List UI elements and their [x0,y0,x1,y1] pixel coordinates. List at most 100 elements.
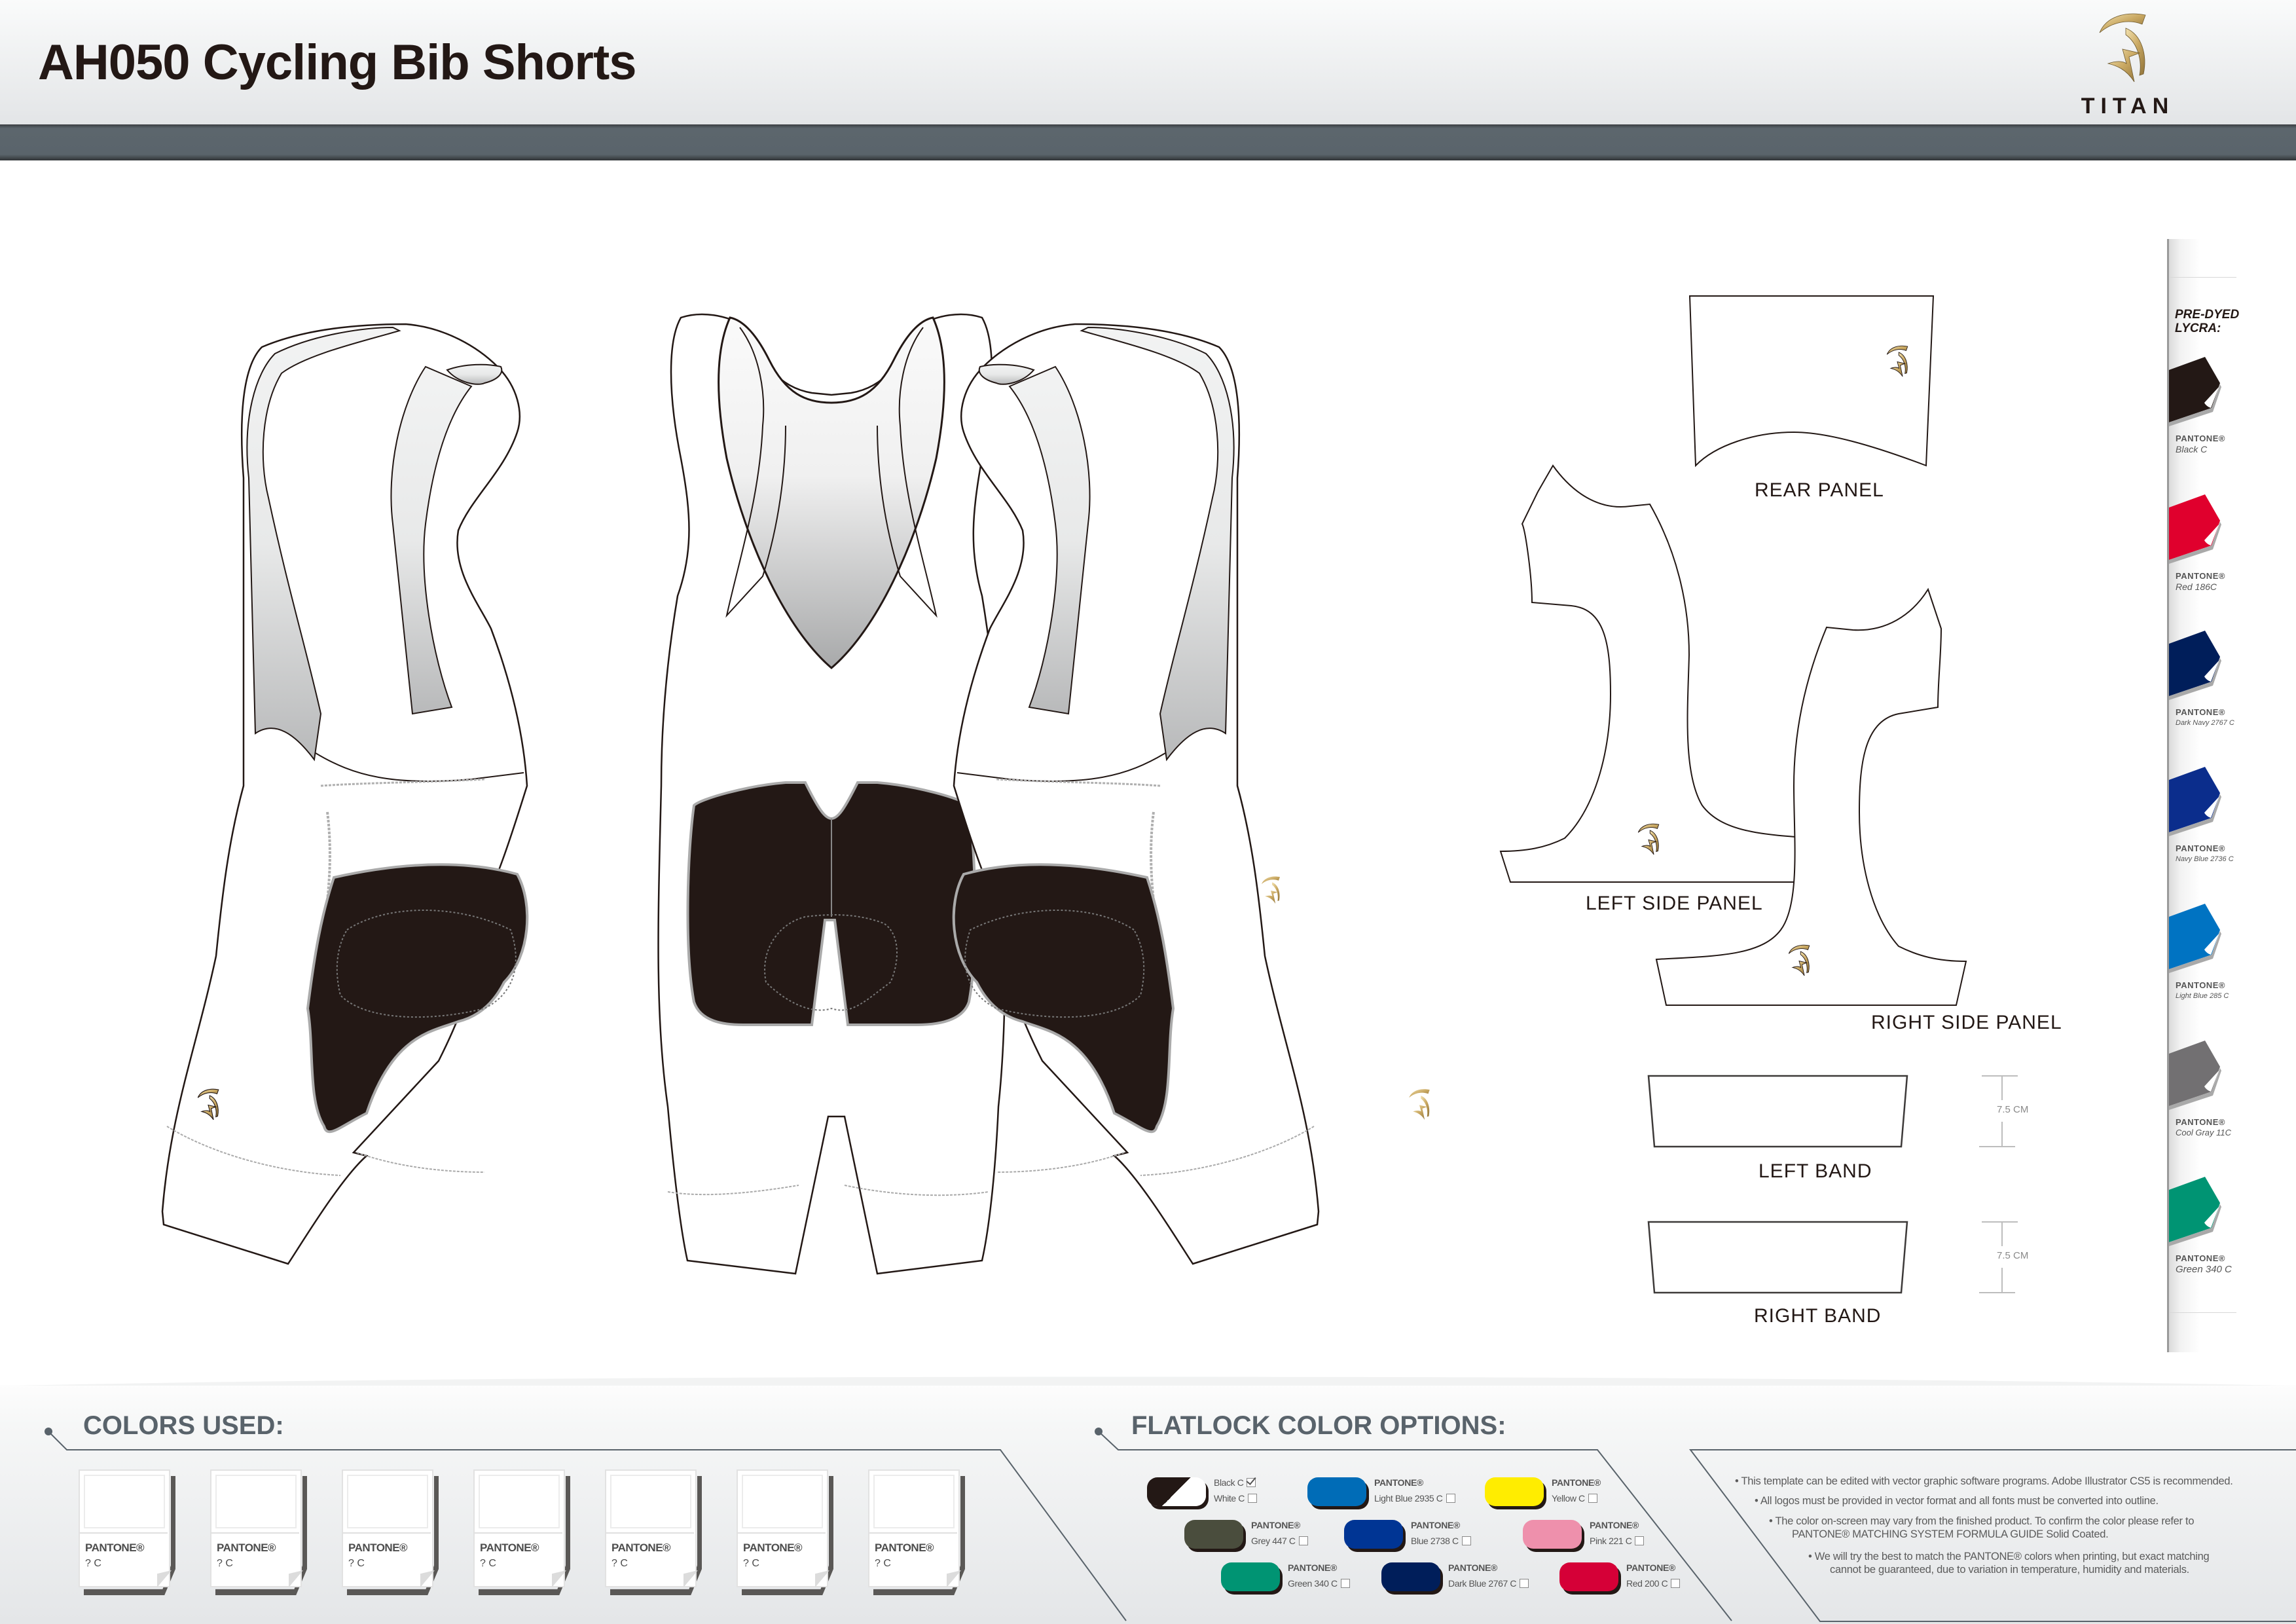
color-used-swatch-7[interactable]: PANTONE® ? C [868,1469,965,1595]
option-checkbox[interactable] [1588,1494,1597,1503]
black-option[interactable]: Black C [1214,1477,1256,1488]
flatlock-option-grey[interactable]: PANTONE® Grey 447 C [1184,1520,1315,1553]
pantone-label: PANTONE® [2176,434,2225,443]
band-dimension-lines [1979,1075,2018,1293]
lycra-swatch-navy-blue[interactable]: PANTONE® Navy Blue 2736 C [2169,767,2293,898]
lycra-swatch-light-blue[interactable]: PANTONE® Light Blue 285 C [2169,904,2293,1035]
technical-drawing-area: REAR PANEL LEFT SIDE PANEL RIGHT SIDE PA… [0,160,2154,1385]
lycra-swatch-red[interactable]: PANTONE® Red 186C [2169,494,2293,625]
color-used-swatch-2[interactable]: PANTONE® ? C [210,1469,307,1595]
color-used-swatch-5[interactable]: PANTONE® ? C [605,1469,702,1595]
color-preview [84,1475,165,1528]
note-3-cont: PANTONE® MATCHING SYSTEM FORMULA GUIDE S… [1792,1528,2109,1540]
pantone-label: PANTONE® [348,1541,408,1554]
titan-helmet-logo-icon [2099,13,2146,83]
garment-drawings [161,295,2018,1294]
lycra-swatch-black[interactable]: PANTONE® Black C [2169,357,2293,488]
logo-icon [1409,1089,1430,1120]
pantone-label: PANTONE® [2176,980,2225,990]
option-label: Yellow C [1552,1493,1585,1504]
lycra-swatch-dark-navy[interactable]: PANTONE® Dark Navy 2767 C [2169,631,2293,762]
colors-used-title: COLORS USED: [83,1411,284,1440]
color-swatch [1184,1520,1243,1549]
color-code: ? C [348,1558,365,1569]
option-checkbox[interactable] [1446,1494,1455,1503]
lycra-title: PRE-DYED LYCRA: [2175,308,2239,335]
fabric-swatch-icon [2169,357,2221,426]
rear-panel-label: REAR PANEL [1755,479,1884,501]
left-side-view [161,323,529,1265]
black-checkbox[interactable] [1247,1478,1256,1487]
flatlock-option-red[interactable]: PANTONE® Red 200 C [1559,1562,1690,1595]
option-label: Dark Blue 2767 C [1448,1578,1517,1589]
pantone-label: PANTONE® [743,1541,803,1554]
right-side-view [952,323,1320,1265]
divider [2169,277,2236,278]
back-view [657,313,1006,1275]
option-checkbox[interactable] [1635,1536,1645,1545]
color-used-swatch-3[interactable]: PANTONE® ? C [342,1469,439,1595]
white-checkbox[interactable] [1248,1494,1257,1503]
white-option-label: White C [1214,1493,1245,1504]
pre-dyed-lycra-sidebar: PRE-DYED LYCRA: PANTONE® Black C PANTONE… [2167,239,2296,1352]
pantone-label: PANTONE® [2176,1253,2225,1263]
color-preview [479,1475,560,1528]
lycra-title-line2: LYCRA: [2175,322,2221,335]
flatlock-option-pink[interactable]: PANTONE® Pink 221 C [1523,1520,1654,1553]
lycra-color-name: Navy Blue 2736 C [2176,855,2234,863]
option-checkbox[interactable] [1520,1579,1529,1588]
color-code: ? C [875,1558,891,1569]
pantone-label: PANTONE® [1590,1520,1639,1530]
flatlock-option-dark-blue[interactable]: PANTONE® Dark Blue 2767 C [1381,1562,1532,1595]
color-used-swatch-4[interactable]: PANTONE® ? C [473,1469,570,1595]
option-label: Red 200 C [1626,1578,1668,1589]
flatlock-option-green[interactable]: PANTONE® Green 340 C [1221,1562,1352,1595]
black-option-label: Black C [1214,1477,1244,1488]
header: AH050 Cycling Bib Shorts TITAN [0,0,2296,124]
divider [2169,1312,2236,1313]
flatlock-option-light-blue[interactable]: PANTONE® Light Blue 2935 C [1307,1477,1471,1510]
option-label: Grey 447 C [1251,1536,1296,1546]
color-preview [873,1475,955,1528]
black-white-swatch [1147,1477,1206,1506]
color-preview [610,1475,691,1528]
pantone-label: PANTONE® [2176,707,2225,717]
brand: TITAN [2075,10,2180,121]
lycra-swatch-green[interactable]: PANTONE® Green 340 C [2169,1177,2293,1308]
flatlock-option-black-white: Black C White C [1147,1477,1278,1510]
fabric-swatch-icon [2169,904,2221,973]
pantone-label: PANTONE® [1448,1562,1498,1573]
pantone-label: PANTONE® [1552,1477,1601,1488]
white-option[interactable]: White C [1214,1493,1257,1504]
bottom-sweep [20,1376,2285,1386]
logo-icon [1262,876,1280,904]
color-used-swatch-6[interactable]: PANTONE® ? C [737,1469,833,1595]
left-band [1647,1075,1908,1148]
color-swatch [1307,1477,1366,1506]
option-checkbox[interactable] [1671,1579,1681,1588]
color-swatch [1221,1562,1280,1591]
lycra-color-name: Black C [2176,444,2208,454]
note-2: • All logos must be provided in vector f… [1755,1495,2159,1507]
flatlock-option-blue[interactable]: PANTONE® Blue 2738 C [1344,1520,1475,1553]
option-checkbox[interactable] [1340,1579,1350,1588]
color-used-swatch-1[interactable]: PANTONE® ? C [79,1469,175,1595]
option-checkbox[interactable] [1461,1536,1471,1545]
lycra-swatch-cool-gray[interactable]: PANTONE® Cool Gray 11C [2169,1041,2293,1172]
pantone-label: PANTONE® [1374,1477,1424,1488]
right-band-height: 7.5 CM [1997,1250,2029,1261]
option-label: Light Blue 2935 C [1374,1493,1443,1504]
color-code: ? C [480,1558,496,1569]
right-band [1647,1221,1908,1294]
color-preview [742,1475,823,1528]
right-side-panel [1655,587,1967,1006]
color-preview [215,1475,297,1528]
flatlock-option-yellow[interactable]: PANTONE® Yellow C [1485,1477,1616,1510]
pantone-label: PANTONE® [85,1541,145,1554]
sidebar-edge [2167,239,2169,1352]
note-1: • This template can be edited with vecto… [1735,1475,2233,1487]
color-code: ? C [85,1558,101,1569]
pantone-label: PANTONE® [2176,843,2225,853]
pantone-label: PANTONE® [480,1541,539,1554]
option-checkbox[interactable] [1298,1536,1308,1545]
